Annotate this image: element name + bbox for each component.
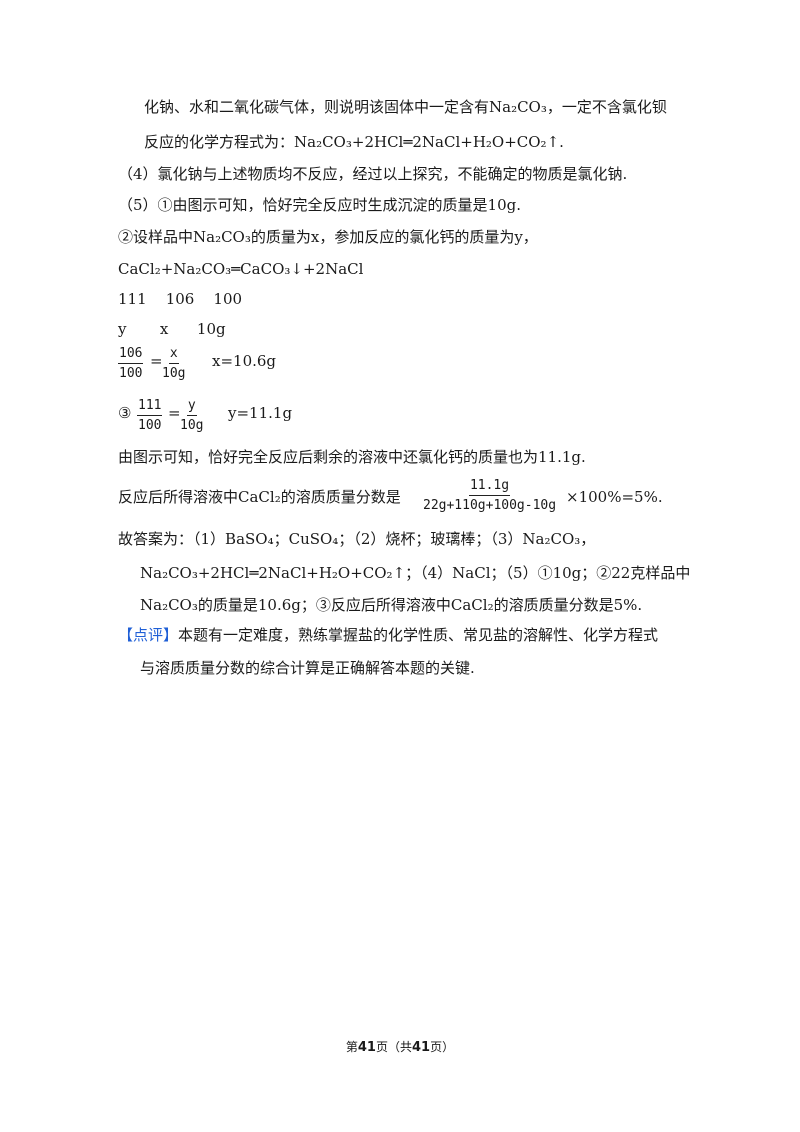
total-pages: 41: [412, 1040, 431, 1055]
denominator: 10g: [162, 366, 186, 381]
text-line: 化钠、水和二氧化碳气体，则说明该固体中一定含有Na₂CO₃，一定不含氯化钡: [144, 98, 667, 116]
fraction-mass-percent: 11.1g 22g+110g+100g-10g: [422, 478, 557, 513]
text-line: 反应的化学方程式为：Na₂CO₃+2HCl═2NaCl+H₂O+CO₂↑.: [144, 133, 564, 151]
comment-tag: 【点评】: [118, 626, 179, 644]
comment-line: 【点评】本题有一定难度，熟练掌握盐的化学性质、常见盐的溶解性、化学方程式: [118, 624, 658, 646]
fraction-y-10g: y 10g: [179, 398, 204, 433]
mass-fraction-result: ×100%=5%.: [566, 488, 663, 506]
numerator: 106: [118, 346, 144, 364]
footer-text: 页）: [430, 1040, 455, 1054]
fraction-106-100: 106 100: [118, 346, 144, 381]
numerator: 111: [137, 398, 163, 416]
fraction-111-100: 111 100: [137, 398, 163, 433]
numerator: y: [186, 398, 197, 416]
fraction-x-10g: x 10g: [161, 346, 186, 381]
equation-line: CaCl₂+Na₂CO₃═CaCO₃↓+2NaCl: [118, 260, 364, 278]
page-footer: 第41页（共41页）: [0, 1038, 800, 1055]
text-line: （4）氯化钠与上述物质均不反应，经过以上探究，不能确定的物质是氯化钠.: [118, 165, 628, 183]
result-x: x=10.6g: [212, 352, 277, 370]
page-number: 41: [357, 1040, 376, 1055]
answer-line: 故答案为：（1）BaSO₄；CuSO₄；（2）烧杯；玻璃棒；（3）Na₂CO₃，: [118, 530, 596, 548]
denominator: 22g+110g+100g-10g: [423, 498, 557, 513]
molar-mass-line: 111 106 100: [118, 290, 243, 308]
text-line: （5）①由图示可知，恰好完全反应时生成沉淀的质量是10g.: [118, 196, 522, 214]
answer-line: Na₂CO₃的质量是10.6g；③反应后所得溶液中CaCl₂的溶质质量分数是5%…: [140, 596, 643, 614]
equals-sign: =: [168, 404, 181, 422]
result-y: y=11.1g: [228, 404, 293, 422]
denominator: 100: [138, 418, 162, 433]
footer-text: 第: [345, 1040, 358, 1054]
equals-sign: =: [150, 352, 163, 370]
denominator: 100: [119, 366, 143, 381]
denominator: 10g: [180, 418, 204, 433]
comment-text: 本题有一定难度，熟练掌握盐的化学性质、常见盐的溶解性、化学方程式: [178, 626, 659, 644]
footer-text: 页（共: [375, 1040, 412, 1054]
circled-three: ③: [118, 404, 132, 422]
text-line: ②设样品中Na₂CO₃的质量为x，参加反应的氯化钙的质量为y，: [118, 228, 538, 246]
comment-line: 与溶质质量分数的综合计算是正确解答本题的关键.: [140, 659, 475, 677]
answer-line: Na₂CO₃+2HCl═2NaCl+H₂O+CO₂↑；（4）NaCl；（5）①1…: [140, 564, 691, 582]
numerator: x: [168, 346, 179, 364]
mass-fraction-label: 反应后所得溶液中CaCl₂的溶质质量分数是: [118, 488, 401, 506]
numerator: 11.1g: [468, 478, 511, 496]
variable-line: y x 10g: [118, 320, 226, 338]
text-line: 由图示可知，恰好完全反应后剩余的溶液中还氯化钙的质量也为11.1g.: [118, 448, 586, 466]
